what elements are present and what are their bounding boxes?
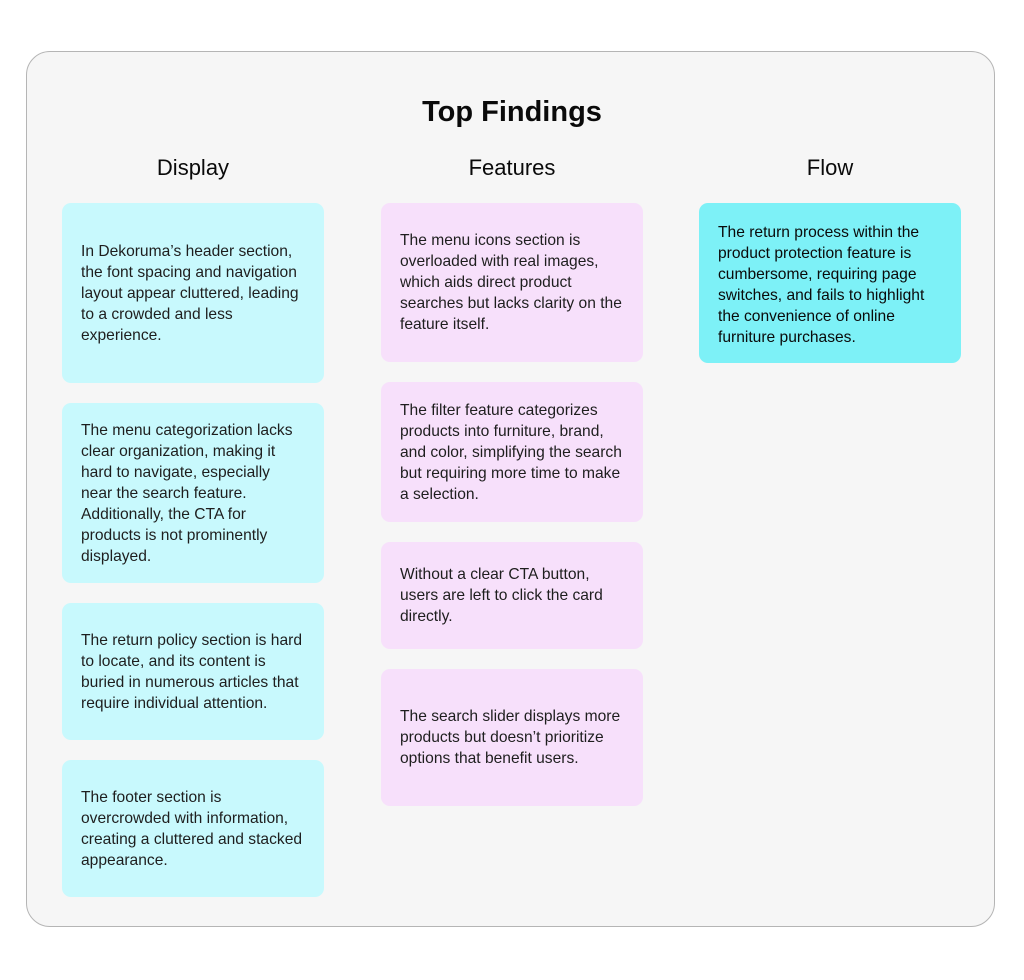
finding-card-display-3: The return policy section is hard to loc…: [62, 603, 324, 740]
finding-text: The footer section is overcrowded with i…: [81, 788, 303, 869]
finding-text: The return policy section is hard to loc…: [81, 631, 303, 712]
finding-text: In Dekoruma’s header section, the font s…: [81, 242, 299, 344]
column-heading-display: Display: [156, 155, 230, 180]
finding-card-features-4: The search slider displays more products…: [381, 669, 643, 806]
finding-text: The return process within the product pr…: [718, 224, 925, 346]
page-title: Top Findings: [422, 96, 602, 128]
finding-text: The filter feature categorizes products …: [400, 401, 622, 503]
finding-card-display-2: The menu categorization lacks clear orga…: [62, 403, 324, 583]
finding-text: The menu icons section is overloaded wit…: [400, 232, 622, 333]
column-heading-features: Features: [468, 155, 556, 180]
finding-text: The search slider displays more products…: [400, 708, 621, 767]
finding-card-display-1: In Dekoruma’s header section, the font s…: [62, 203, 324, 383]
finding-text: Without a clear CTA button, users are le…: [400, 566, 603, 625]
column-heading-flow: Flow: [806, 155, 854, 180]
finding-card-flow-1: The return process within the product pr…: [699, 203, 961, 363]
finding-card-display-4: The footer section is overcrowded with i…: [62, 760, 324, 897]
finding-card-features-1: The menu icons section is overloaded wit…: [381, 203, 643, 362]
finding-text: The menu categorization lacks clear orga…: [81, 421, 293, 565]
finding-card-features-3: Without a clear CTA button, users are le…: [381, 542, 643, 649]
finding-card-features-2: The filter feature categorizes products …: [381, 382, 643, 522]
